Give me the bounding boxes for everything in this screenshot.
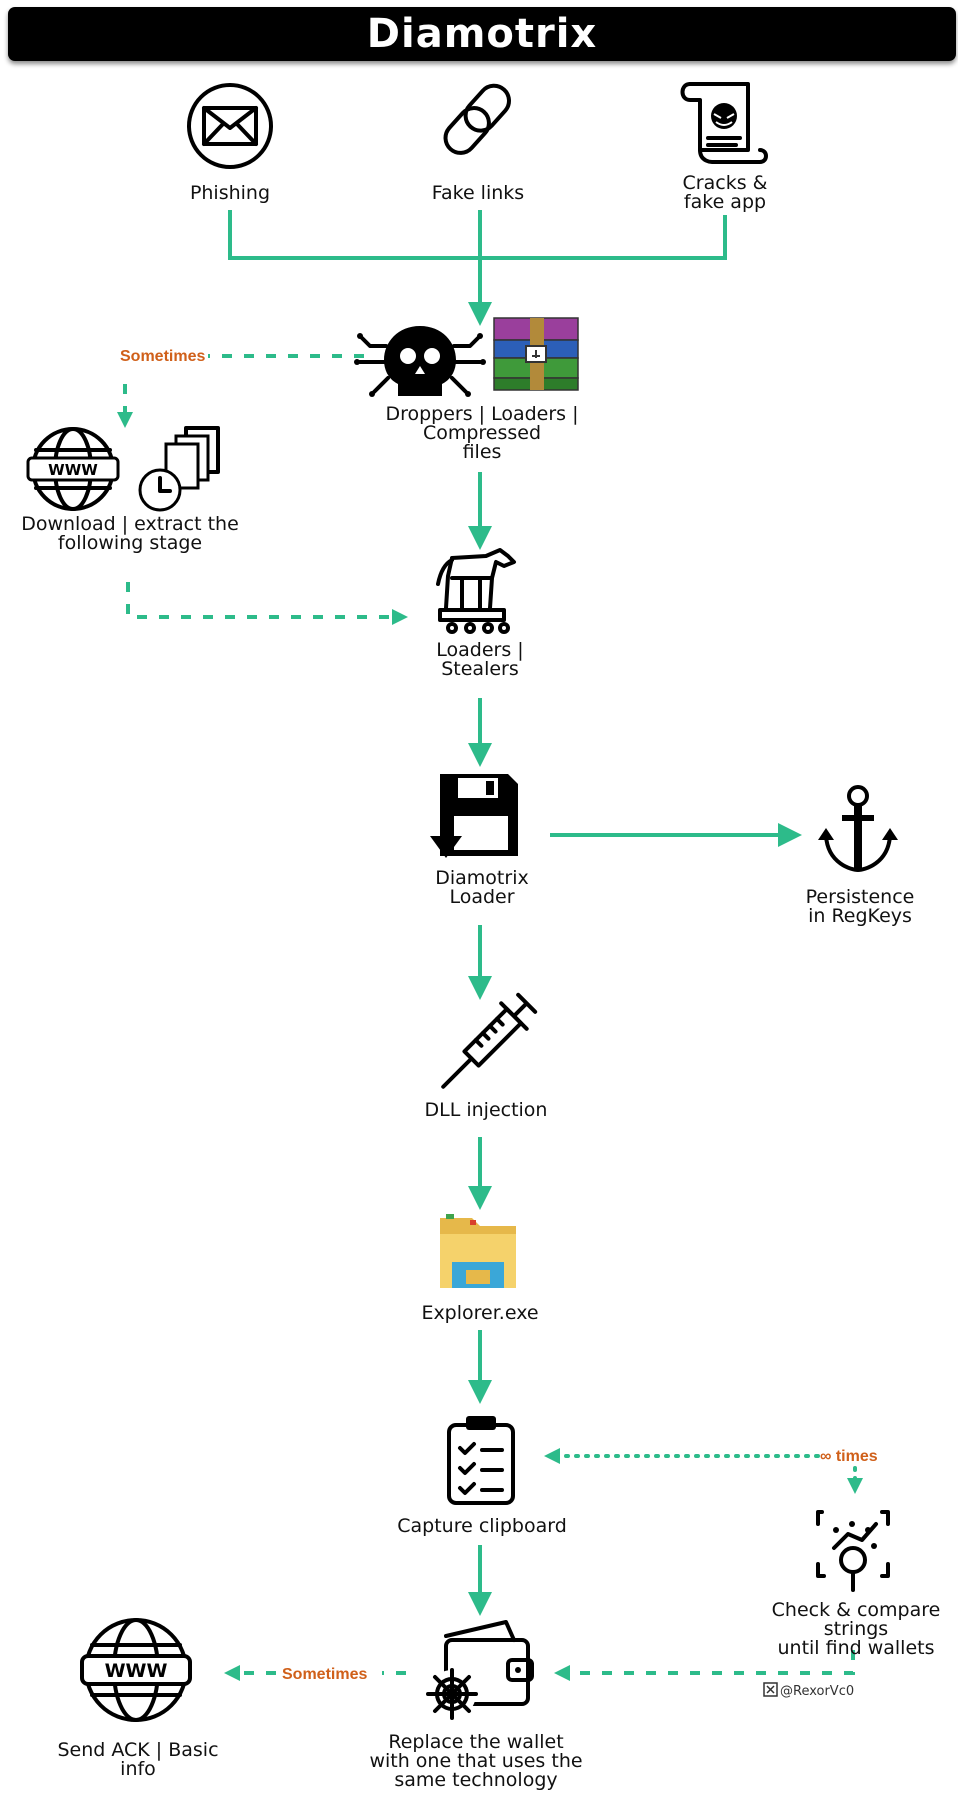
send-ack-label-line2: info <box>120 1758 156 1780</box>
loaders-label-line2: Stealers <box>441 658 519 680</box>
check-label-line2: strings <box>824 1618 888 1640</box>
floppy-download-icon <box>430 774 518 858</box>
droppers-label-line2: Compressed <box>423 422 541 444</box>
cracks-label-line2: fake app <box>684 191 766 213</box>
capture-clipboard-label: Capture clipboard <box>397 1515 567 1537</box>
diamotrix-loader-label-line1: Diamotrix <box>435 867 528 889</box>
folder-icon <box>440 1214 516 1288</box>
diamotrix-loader-label-line2: Loader <box>449 886 514 908</box>
wallet-web-icon <box>426 1620 534 1720</box>
droppers-label-line1: Droppers | Loaders | <box>385 403 578 425</box>
fake-links-label: Fake links <box>432 182 524 204</box>
download-to-loaders-arrow <box>126 582 408 625</box>
connectors <box>117 210 863 1681</box>
author-credit: @RexorVc0 <box>763 1682 854 1699</box>
globe-www-icon: WWW <box>26 427 120 511</box>
stacked-files-clock-icon <box>138 426 220 512</box>
skull-circuit-icon <box>354 326 486 397</box>
envelope-icon <box>187 83 273 169</box>
anchor-icon <box>818 785 898 872</box>
trojan-horse-icon <box>436 548 516 634</box>
check-to-replace-arrow <box>554 1650 855 1681</box>
author-handle: @RexorVc0 <box>780 1684 854 1699</box>
evil-scroll-icon <box>680 82 768 164</box>
phishing-label: Phishing <box>190 182 270 204</box>
loaders-label-line1: Loaders | <box>436 639 523 661</box>
replace-label-line3: same technology <box>394 1769 557 1791</box>
sometimes-note-top: Sometimes <box>120 348 205 365</box>
dll-injection-label: DLL injection <box>425 1099 548 1121</box>
sometimes-note-bottom: Sometimes <box>282 1666 367 1683</box>
syringe-icon <box>441 992 538 1089</box>
download-label-line1: Download | extract the <box>21 513 239 535</box>
rar-archive-icon <box>493 317 579 391</box>
persistence-label-line1: Persistence <box>806 886 915 908</box>
clipboard-checklist-icon <box>447 1416 515 1505</box>
chain-link-icon <box>443 83 511 155</box>
droppers-label-line3: files <box>463 441 502 463</box>
download-label-line2: following stage <box>58 532 202 554</box>
times-note: ∞ times <box>820 1448 878 1465</box>
send-ack-label-line1: Send ACK | Basic <box>57 1739 218 1761</box>
check-label-line3: until find wallets <box>777 1637 934 1659</box>
svg-text:WWW: WWW <box>105 1660 168 1682</box>
phishing-connector <box>228 210 480 260</box>
explorer-label: Explorer.exe <box>421 1302 538 1324</box>
scan-magnifier-icon <box>816 1510 890 1592</box>
svg-text:WWW: WWW <box>48 461 98 479</box>
cracks-connector <box>480 215 727 260</box>
persistence-label-line2: in RegKeys <box>808 905 912 927</box>
check-label-line1: Check & compare <box>772 1599 941 1621</box>
cracks-label-line1: Cracks & <box>683 172 768 194</box>
page-title: Diamotrix <box>366 11 598 57</box>
replace-label-line2: with one that uses the <box>369 1750 582 1772</box>
title-banner: Diamotrix <box>8 7 956 61</box>
globe-www-icon-ack: WWW <box>80 1618 192 1722</box>
replace-label-line1: Replace the wallet <box>388 1731 563 1753</box>
